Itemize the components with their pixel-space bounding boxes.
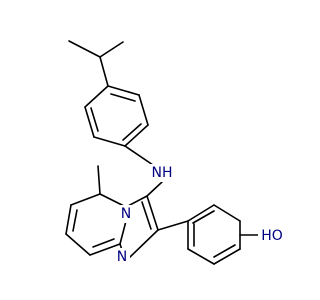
pyridine-bond-c5-c6 xyxy=(70,193,101,206)
phenol-ring-inner-bond-1 xyxy=(192,210,215,224)
bond-layer xyxy=(65,40,259,265)
imidazole-inner-double-bond xyxy=(141,201,152,230)
molecule-structure-canvas: NH N N HO xyxy=(65,40,286,266)
atom-label-layer: NH N N HO xyxy=(114,164,286,266)
aniline-ring-inner-bond-1 xyxy=(110,93,136,102)
aniline-ring-bond-5 xyxy=(84,106,95,138)
isopropyl-methyl-left-bond xyxy=(68,40,101,58)
phenol-ring-bond-2 xyxy=(213,204,241,222)
aniline-to-nh-bond xyxy=(124,145,154,166)
imidazole-bond-n-c8a xyxy=(119,220,127,245)
pyridine-bond-c8-c8a xyxy=(89,243,121,256)
c5-methyl-bond xyxy=(97,165,101,195)
molecule-structure-svg: NH N N HO xyxy=(65,40,286,266)
c2-to-phenol-bond xyxy=(157,220,189,231)
aniline-ring-bond-4 xyxy=(93,136,126,147)
oh-label-mask xyxy=(258,227,286,245)
ring-n-label: N xyxy=(117,249,127,265)
aniline-ring-bond-6 xyxy=(84,85,109,108)
oh-label: HO xyxy=(261,228,283,244)
aniline-ring-bond-3 xyxy=(124,124,149,147)
pyridine-bond-c6-c7 xyxy=(65,204,72,235)
pyridine-inner-double-bond-2 xyxy=(92,238,115,248)
bridge-n-label-mask xyxy=(118,205,134,223)
bridge-n-label: N xyxy=(121,206,131,222)
isopropyl-methyl-right-bond xyxy=(99,41,124,58)
phenol-ring-bond-5 xyxy=(187,248,215,265)
nh-to-c3-bond xyxy=(146,181,163,197)
ring-n-label-mask xyxy=(114,248,130,266)
phenol-ring-inner-bond-2 xyxy=(213,244,236,258)
phenol-ring-bond-4 xyxy=(213,248,241,265)
imidazole-bond-c2-c3 xyxy=(146,195,159,231)
aniline-ring-bond-2 xyxy=(138,94,149,126)
aniline-ring-bond-1 xyxy=(107,85,140,96)
imidazole-bond-n1-c2 xyxy=(129,229,159,258)
isopropyl-to-ring-bond xyxy=(99,56,109,87)
nh-label: NH xyxy=(152,165,173,181)
pyridine-inner-double-bond-1 xyxy=(72,209,78,232)
aniline-ring-inner-bond-3 xyxy=(90,107,99,132)
pyridine-bond-n-c5 xyxy=(99,193,127,208)
phenol-ring-bond-1 xyxy=(187,204,215,222)
pyridine-bond-c7-c8 xyxy=(65,233,91,256)
nh-label-mask xyxy=(149,164,175,182)
aniline-ring-inner-bond-2 xyxy=(122,123,142,141)
